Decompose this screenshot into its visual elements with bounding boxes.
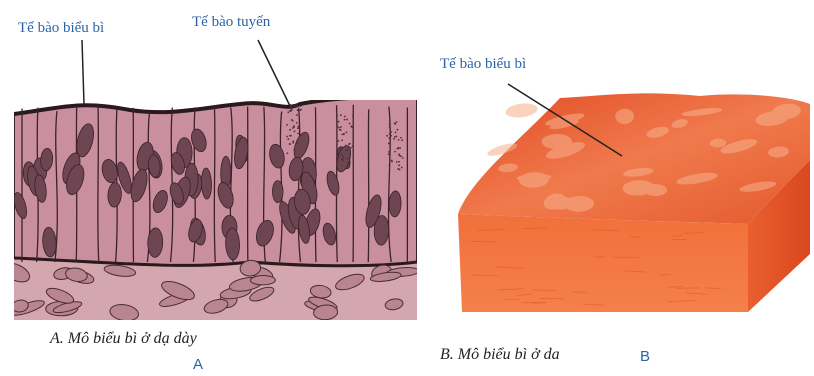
pointer-glandular: [258, 40, 290, 106]
skin-tissue-drawing: [458, 93, 810, 312]
stomach-tissue-drawing: [0, 96, 420, 323]
label-epithelial-cell-b: Tế bào biểu bì: [440, 56, 526, 73]
label-glandular-cell: Tế bào tuyến: [192, 14, 270, 31]
letter-a: A: [193, 356, 203, 373]
letter-b: B: [640, 348, 650, 365]
caption-b: B. Mô biểu bì ở da: [440, 346, 560, 364]
label-epithelial-cell-a: Tế bào biểu bì: [18, 20, 104, 37]
caption-a: A. Mô biểu bì ở dạ dày: [50, 330, 197, 348]
pointer-epithelial-a: [82, 40, 84, 104]
